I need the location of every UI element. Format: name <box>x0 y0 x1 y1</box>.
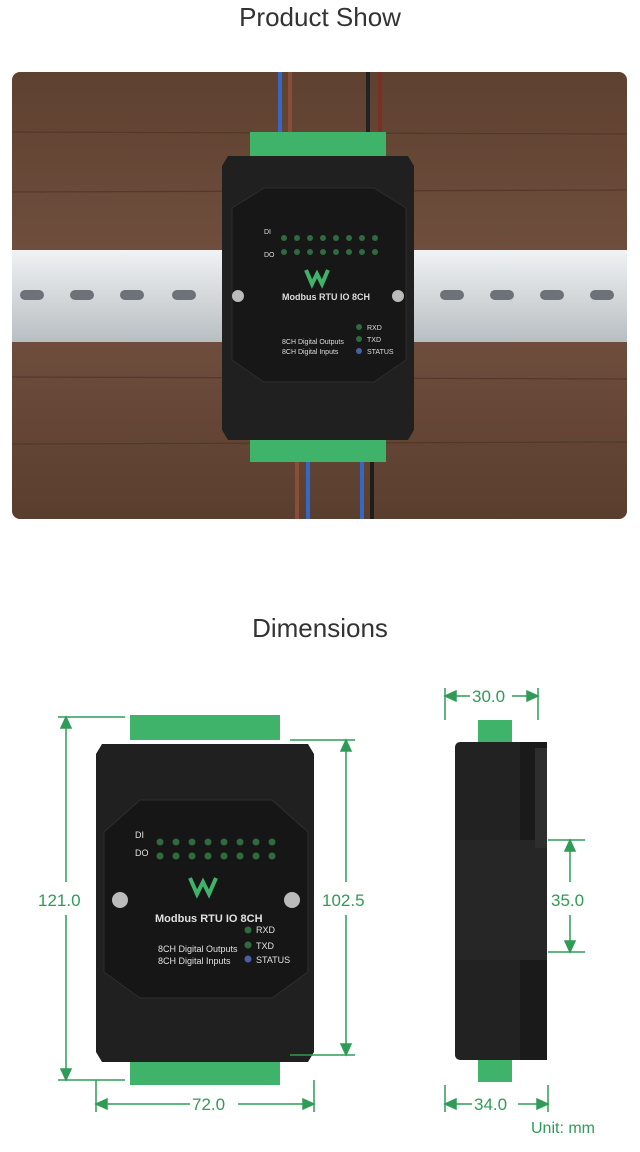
dim-width-front: 72.0 <box>192 1095 225 1114</box>
led-txd-label: TXD <box>256 941 275 951</box>
svg-text:TXD: TXD <box>367 337 381 344</box>
led-status-label: STATUS <box>256 955 290 965</box>
svg-text:8CH Digital Outputs: 8CH Digital Outputs <box>282 339 344 346</box>
dim-depth-bottom: 34.0 <box>474 1095 507 1114</box>
svg-text:RXD: RXD <box>367 325 382 332</box>
feature-outputs: 8CH Digital Outputs <box>158 944 238 954</box>
dim-rail-height: 35.0 <box>551 891 584 910</box>
dim-height-total: 121.0 <box>38 891 81 910</box>
product-photo: DI DO Modbus RTU IO 8CH 8CH Digital Outpu… <box>12 72 627 519</box>
do-label: DO <box>135 848 149 858</box>
side-bottom-terminal <box>478 1060 512 1082</box>
side-top-terminal <box>478 720 512 742</box>
waveshare-logo <box>188 877 218 899</box>
svg-text:DI: DI <box>264 229 271 236</box>
led-rxd-label: RXD <box>256 925 276 935</box>
feature-inputs: 8CH Digital Inputs <box>158 956 231 966</box>
di-label: DI <box>135 830 144 840</box>
front-top-terminal <box>130 715 280 740</box>
dimension-drawing: DI DO Modbus RTU IO 8CH 8CH Digital Outp… <box>38 687 585 1114</box>
svg-text:STATUS: STATUS <box>367 349 394 356</box>
dimensions-title: Dimensions <box>252 613 388 643</box>
dim-height-body: 102.5 <box>322 891 365 910</box>
model-label: Modbus RTU IO 8CH <box>155 913 263 925</box>
svg-text:Modbus RTU IO 8CH: Modbus RTU IO 8CH <box>282 292 370 302</box>
svg-text:DO: DO <box>264 252 275 259</box>
dim-depth-top: 30.0 <box>472 687 505 706</box>
product-show-title: Product Show <box>239 2 401 32</box>
svg-text:8CH Digital Inputs: 8CH Digital Inputs <box>282 349 339 356</box>
front-bottom-terminal <box>130 1060 280 1085</box>
unit-label: Unit: mm <box>531 1120 595 1137</box>
